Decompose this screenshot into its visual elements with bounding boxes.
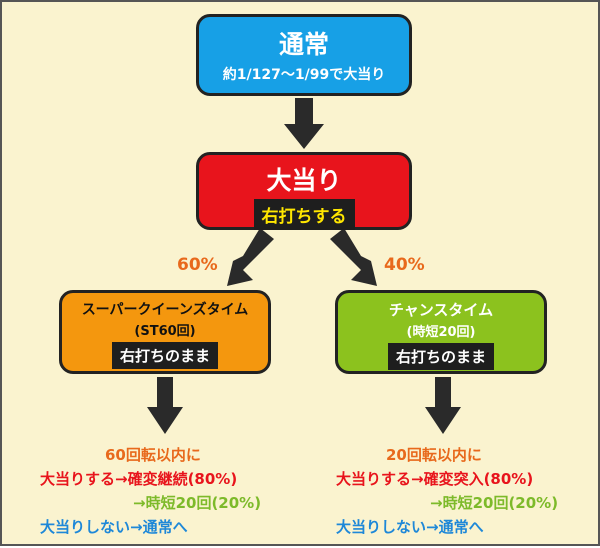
arrow-normal-to-hit <box>284 98 324 149</box>
normal-state-box: 通常 約1/127〜1/99で大当り <box>196 14 412 96</box>
left-win-alt: →時短20回(20%) <box>133 494 262 512</box>
super-queens-title: スーパークイーンズタイム <box>81 302 249 318</box>
chance-time-title: チャンスタイム <box>388 301 494 319</box>
arrow-hit-to-chance <box>330 228 377 286</box>
normal-subtitle: 約1/127〜1/99で大当り <box>222 67 386 83</box>
jackpot-title: 大当り <box>266 166 342 195</box>
arrow-chance-to-result <box>425 377 461 434</box>
arrow-hit-to-super <box>227 228 274 286</box>
super-queens-time-box: スーパークイーンズタイム (ST60回) 右打ちのまま <box>59 290 271 374</box>
left-win: 大当りする→確変継続(80%) <box>40 470 238 488</box>
left-condition: 60回転以内に <box>105 446 201 464</box>
right-condition: 20回転以内に <box>386 446 482 464</box>
chance-time-subtitle: (時短20回) <box>406 325 476 340</box>
super-queens-tag: 右打ちのまま <box>111 342 218 369</box>
right-win: 大当りする→確変突入(80%) <box>336 470 534 488</box>
chance-time-tag: 右打ちのまま <box>387 343 494 370</box>
normal-title: 通常 <box>278 30 329 59</box>
arrow-super-to-result <box>147 377 183 434</box>
right-win-alt: →時短20回(20%) <box>430 494 559 512</box>
chance-time-box: チャンスタイム (時短20回) 右打ちのまま <box>335 290 547 374</box>
right-lose: 大当りしない→通常へ <box>336 518 484 536</box>
left-lose: 大当りしない→通常へ <box>40 518 188 536</box>
jackpot-tag: 右打ちする <box>253 199 355 230</box>
jackpot-box: 大当り 右打ちする <box>196 152 412 230</box>
left-percent: 60% <box>177 255 218 275</box>
right-percent: 40% <box>384 255 425 275</box>
super-queens-subtitle: (ST60回) <box>134 324 196 339</box>
